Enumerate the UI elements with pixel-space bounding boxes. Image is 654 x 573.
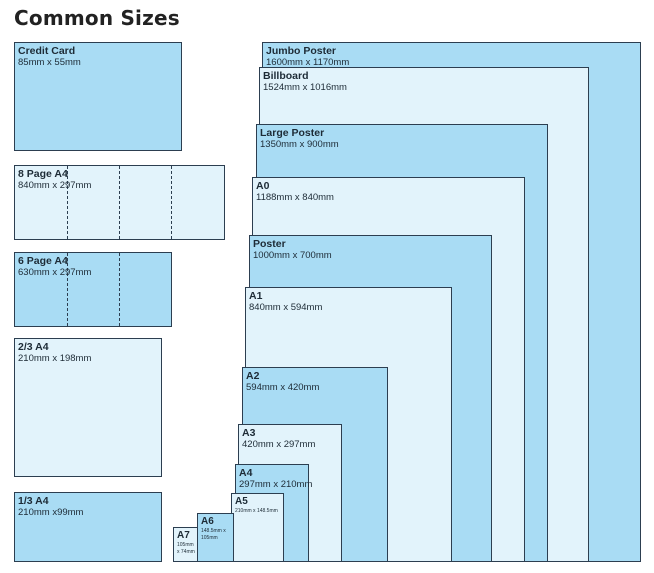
fold-line — [171, 166, 172, 239]
size-dimensions: 210mm x 148.5mm — [235, 508, 278, 514]
size-name: Billboard — [263, 70, 309, 82]
size-8-page-a4: 8 Page A4 840mm x 297mm — [14, 165, 225, 240]
size-dimensions: 85mm x 55mm — [18, 57, 81, 68]
fold-line — [119, 166, 120, 239]
size-dimensions: 148.5mm x 105mm — [201, 528, 226, 541]
size-dimensions: 1600mm x 1170mm — [266, 57, 350, 68]
size-name: A3 — [242, 427, 256, 439]
size-dimensions: 420mm x 297mm — [242, 439, 316, 450]
size-name: A2 — [246, 370, 260, 382]
size-name: Poster — [253, 238, 286, 250]
size-dimensions: 1188mm x 840mm — [256, 192, 334, 203]
size-name: 1/3 A4 — [18, 495, 49, 507]
size-dimensions: 594mm x 420mm — [246, 382, 320, 393]
size-2-3-a4: 2/3 A4 210mm x 198mm — [14, 338, 162, 477]
size-dimensions: 210mm x 198mm — [18, 353, 92, 364]
size-name: 2/3 A4 — [18, 341, 49, 353]
size-name: Jumbo Poster — [266, 45, 337, 57]
page-title: Common Sizes — [14, 6, 180, 30]
size-dimensions: 840mm x 594mm — [249, 302, 323, 313]
size-name: A5 — [235, 496, 248, 507]
size-name: A4 — [239, 467, 253, 479]
size-name: A0 — [256, 180, 270, 192]
size-a6: A6 148.5mm x 105mm — [197, 513, 234, 562]
size-dimensions: 840mm x 297mm — [18, 180, 92, 191]
size-name: A7 — [177, 530, 190, 541]
size-a5: A5 210mm x 148.5mm — [231, 493, 284, 562]
size-name: Large Poster — [260, 127, 325, 139]
fold-line — [67, 166, 68, 239]
size-dimensions: 1524mm x 1016mm — [263, 82, 347, 93]
size-1-3-a4: 1/3 A4 210mm x99mm — [14, 492, 162, 562]
size-6-page-a4: 6 Page A4 630mm x 297mm — [14, 252, 172, 327]
size-dimensions: 630mm x 297mm — [18, 267, 92, 278]
fold-line — [67, 253, 68, 326]
size-name: 8 Page A4 — [18, 168, 68, 180]
fold-line — [119, 253, 120, 326]
size-name: 6 Page A4 — [18, 255, 68, 267]
size-dimensions: 297mm x 210mm — [239, 479, 313, 490]
size-a7: A7 105mm x 74mm — [173, 527, 198, 562]
size-name: Credit Card — [18, 45, 76, 57]
size-dimensions: 210mm x99mm — [18, 507, 84, 518]
size-dimensions: 1350mm x 900mm — [260, 139, 339, 150]
size-dimensions: 1000mm x 700mm — [253, 250, 332, 261]
size-dimensions: 105mm x 74mm — [177, 542, 195, 555]
size-name: A1 — [249, 290, 263, 302]
size-name: A6 — [201, 516, 214, 527]
size-credit-card: Credit Card 85mm x 55mm — [14, 42, 182, 151]
